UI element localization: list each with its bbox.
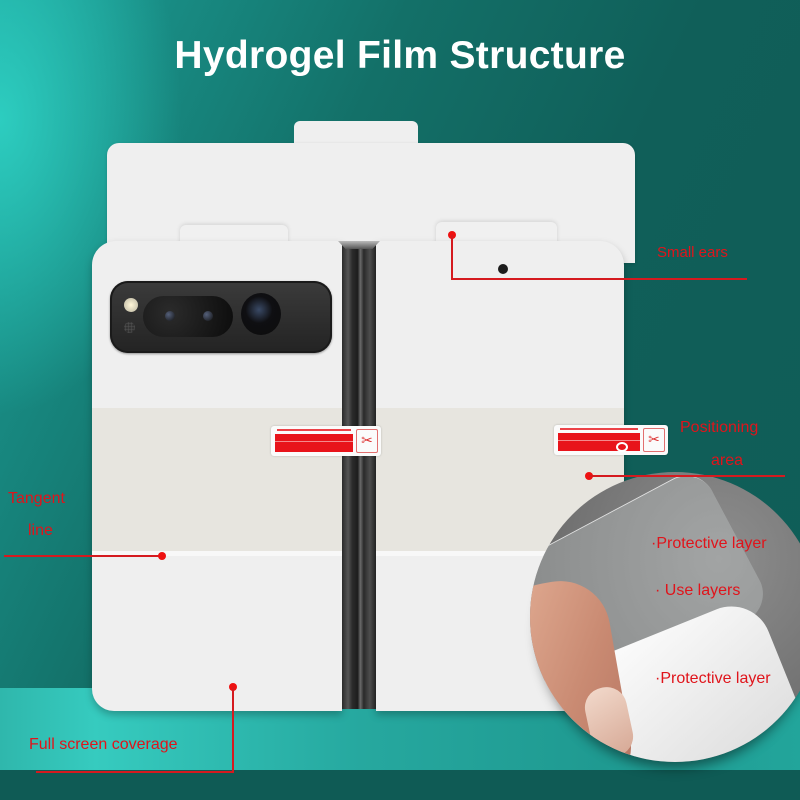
scissors-icon: ✂ (356, 429, 378, 453)
label-positioning-area-1: Positioning (680, 419, 759, 436)
callout-line-full-coverage-v (232, 687, 234, 772)
label-positioning-area-2: area (711, 452, 744, 469)
page-title: Hydrogel Film Structure (174, 34, 626, 77)
scissors-icon: ✂ (643, 428, 665, 452)
tangent-edge-right (376, 551, 624, 556)
positioning-sticker-left: ✂ (271, 426, 381, 456)
label-tangent-line-2: line (28, 522, 53, 539)
label-protective-layer-top: ·Protective layer (651, 535, 767, 552)
label-protective-layer-bottom: ·Protective layer (655, 670, 771, 687)
film-hole (498, 264, 508, 274)
label-tangent-line-1: Tangent (8, 490, 65, 507)
info-icon (616, 442, 628, 452)
callout-dot-tangent (158, 552, 166, 560)
tangent-edge-left (92, 551, 342, 556)
callout-line-tangent (4, 555, 160, 557)
label-full-screen-coverage: Full screen coverage (29, 736, 178, 753)
callout-line-small-ears-v (451, 235, 453, 279)
callout-line-full-coverage-h (36, 771, 234, 773)
callout-line-small-ears-h (451, 278, 747, 280)
phone-hinge (342, 243, 376, 709)
layer-detail-magnifier (530, 472, 800, 762)
floor-base (0, 770, 800, 800)
label-small-ears: Small ears (657, 244, 728, 261)
label-use-layers: · Use layers (655, 582, 741, 599)
hinge-cap (338, 241, 380, 249)
dual-lens-icon (143, 296, 233, 337)
callout-line-positioning (589, 475, 785, 477)
positioning-sticker-right: ✂ (554, 425, 668, 455)
microphone-icon (124, 322, 135, 333)
flash-icon (124, 298, 138, 312)
camera-module (110, 281, 332, 353)
camera-lens-icon (241, 293, 281, 335)
